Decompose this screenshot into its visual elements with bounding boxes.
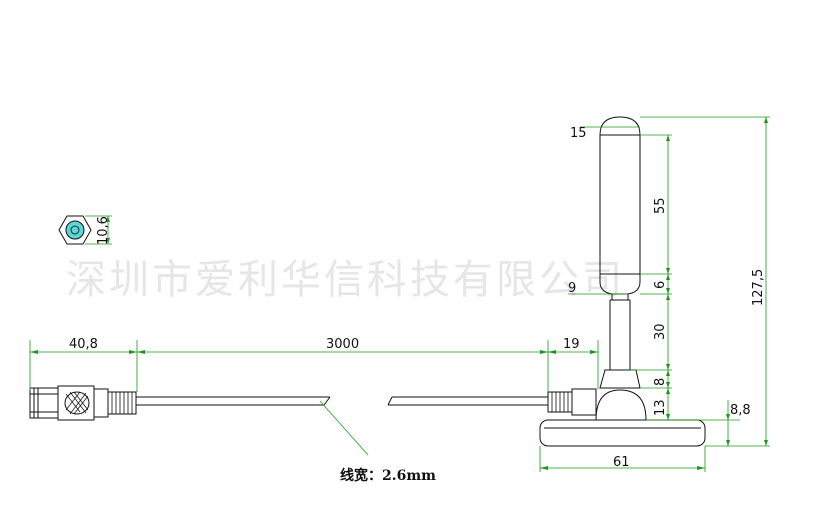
dim-neck-width: 9 (568, 281, 576, 296)
cable-assembly (29, 385, 597, 421)
dim-base-diameter: 61 (613, 455, 630, 470)
dim-whip-length: 55 (653, 197, 668, 214)
dim-base-stem: 13 (653, 399, 668, 416)
dim-hex-size: 10,6 (96, 216, 111, 245)
dim-base-height: 8,8 (730, 403, 751, 418)
cable-note: 线宽：2.6mm (340, 467, 436, 484)
hex-end-view (58, 215, 112, 245)
dim-cable-length: 3000 (326, 337, 359, 352)
dim-strain-relief: 19 (563, 337, 580, 352)
dim-connector-length: 40,8 (69, 337, 98, 352)
dim-joint: 8 (653, 378, 668, 386)
dim-tip-width: 15 (570, 126, 587, 141)
antenna-dimension-arrows (540, 117, 768, 470)
dim-taper: 6 (653, 281, 668, 289)
dim-mast-length: 30 (653, 323, 668, 340)
cable-note-leader (319, 400, 369, 456)
dim-total-height: 127,5 (751, 269, 766, 306)
antenna (539, 116, 706, 447)
cable-dimension-lines (29, 340, 599, 392)
watermark-text: 深圳市爱利华信科技有限公司 (66, 257, 625, 303)
cable-dimension-arrows (30, 350, 598, 354)
